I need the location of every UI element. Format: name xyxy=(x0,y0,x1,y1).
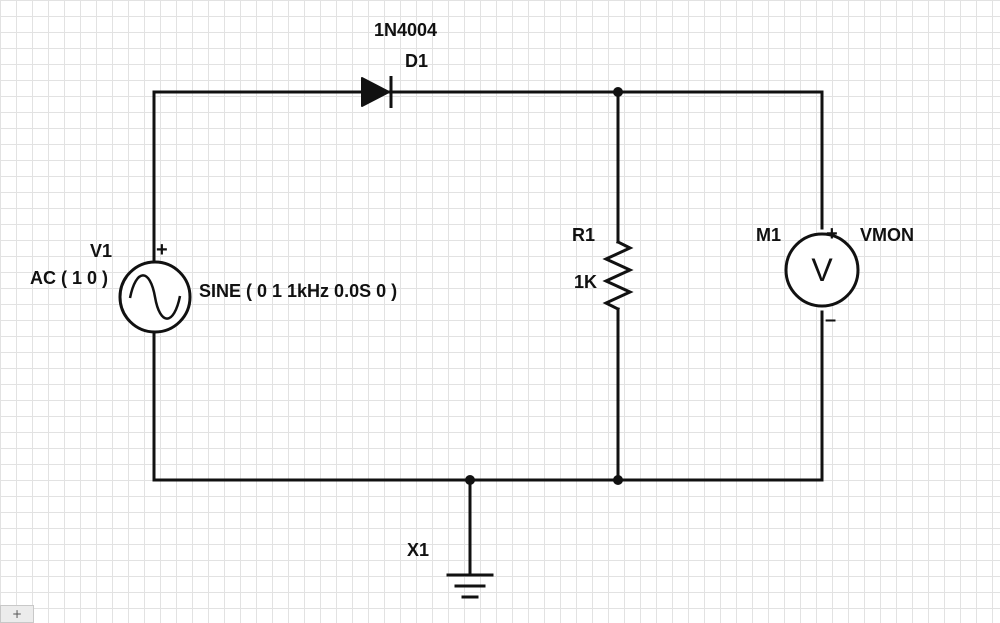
diode-ref-label: D1 xyxy=(405,51,429,71)
plus-icon: + xyxy=(11,607,23,621)
junction-dot xyxy=(613,475,623,485)
resistor-zigzag xyxy=(602,239,634,312)
ac-source-symbol xyxy=(118,260,192,334)
meter-minus-sign: – xyxy=(825,309,837,331)
corner-add-button[interactable]: + xyxy=(0,605,34,623)
source-ac-label: AC ( 1 0 ) xyxy=(30,268,109,288)
voltmeter-symbol xyxy=(784,232,860,308)
meter-plus-sign: + xyxy=(826,223,838,245)
voltmeter-v-glyph: V xyxy=(811,252,833,288)
wire-bottom xyxy=(152,310,824,482)
source-sine-label: SINE ( 0 1 1kHz 0.0S 0 ) xyxy=(199,281,398,301)
ground-ref-label: X1 xyxy=(407,540,430,560)
meter-net-label: VMON xyxy=(860,225,914,245)
junction-dot xyxy=(465,475,475,485)
diode-model-label: 1N4004 xyxy=(374,20,438,40)
source-plus-sign: + xyxy=(156,239,168,261)
junction-dot xyxy=(613,87,623,97)
wire-top xyxy=(152,90,824,264)
resistor-value-label: 1K xyxy=(574,272,598,292)
resistor-ref-label: R1 xyxy=(572,225,596,245)
source-ref-label: V1 xyxy=(90,241,113,261)
diode-symbol xyxy=(361,76,393,108)
meter-ref-label: M1 xyxy=(756,225,782,245)
